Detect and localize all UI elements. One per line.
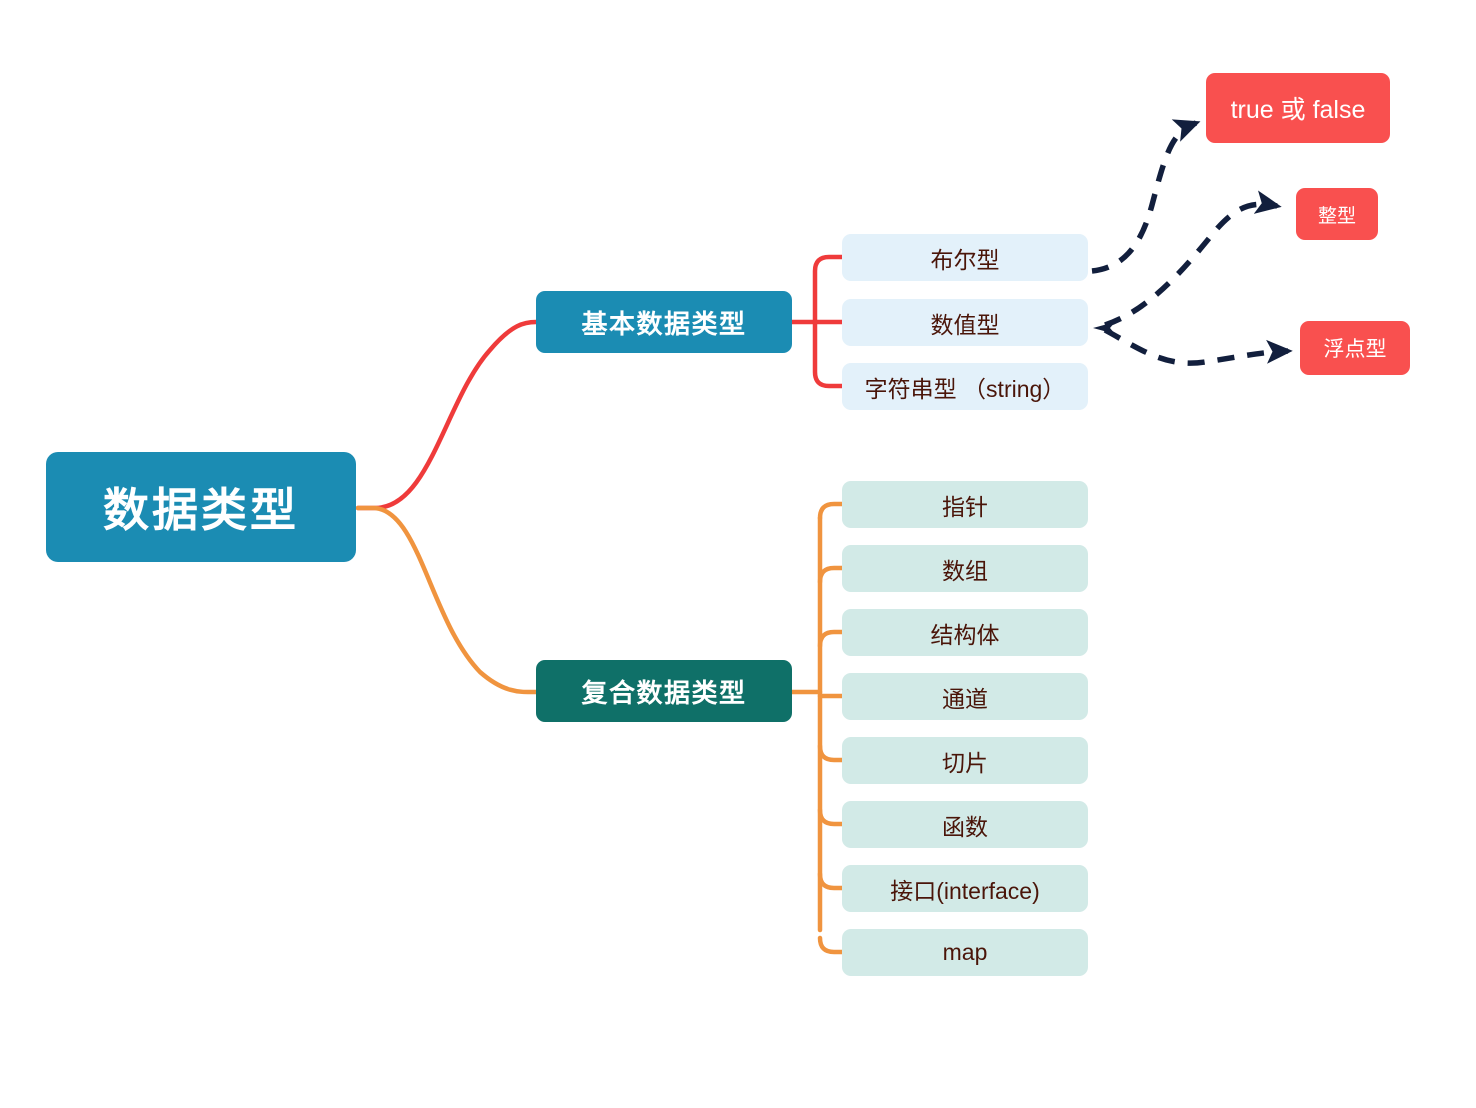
edge-root-to-basic: [355, 319, 539, 511]
edge-composite-to-interface: [817, 871, 846, 891]
leaf-node-map-label: map: [942, 939, 988, 965]
leaf-node-boolean-label: 布尔型: [930, 246, 1000, 273]
annotation-node-int-type[interactable]: 整型: [1296, 188, 1378, 240]
leaf-node-array[interactable]: 数组: [842, 545, 1088, 592]
annotation-node-bool-values-label: true 或 false: [1230, 96, 1366, 124]
branch-node-basic[interactable]: 基本数据类型: [536, 291, 792, 353]
leaf-node-struct-label: 结构体: [930, 621, 1000, 648]
branch-node-composite[interactable]: 复合数据类型: [536, 660, 792, 722]
leaf-node-interface-label: 接口(interface): [890, 877, 1040, 904]
leaf-node-string[interactable]: 字符串型 （string）: [842, 363, 1088, 410]
root-node-label: 数据类型: [103, 484, 299, 536]
leaf-node-struct[interactable]: 结构体: [842, 609, 1088, 656]
arrow-number-to-float: [1103, 327, 1293, 366]
arrow-number-to-int: [1104, 190, 1282, 328]
leaf-node-map[interactable]: map: [842, 929, 1088, 976]
annotation-node-float-type-label: 浮点型: [1323, 338, 1387, 361]
edge-composite-to-slice: [817, 743, 846, 763]
leaf-node-pointer[interactable]: 指针: [842, 481, 1088, 528]
annotation-node-float-type[interactable]: 浮点型: [1300, 321, 1410, 375]
annotation-node-int-type-label: 整型: [1317, 205, 1356, 227]
arrowhead-number-junction: [1093, 322, 1115, 334]
branch-node-basic-label: 基本数据类型: [581, 308, 747, 339]
leaf-node-numeric-label: 数值型: [930, 311, 1000, 338]
edge-basic-to-bool: [812, 254, 846, 325]
edge-composite-to-map: [817, 935, 846, 955]
leaf-node-boolean[interactable]: 布尔型: [842, 234, 1088, 281]
edge-root-to-composite: [355, 505, 539, 695]
leaf-node-pointer-label: 指针: [942, 493, 988, 520]
leaf-node-string-label: 字符串型 （string）: [864, 375, 1066, 402]
leaf-node-function[interactable]: 函数: [842, 801, 1088, 848]
edge-composite-to-array: [817, 565, 846, 585]
edge-composite-to-pointer: [817, 501, 846, 521]
leaf-node-numeric[interactable]: 数值型: [842, 299, 1088, 346]
leaf-node-slice[interactable]: 切片: [842, 737, 1088, 784]
leaf-node-array-label: 数组: [942, 557, 988, 584]
branch-node-composite-label: 复合数据类型: [581, 677, 747, 708]
leaf-node-interface[interactable]: 接口(interface): [842, 865, 1088, 912]
leaf-node-slice-label: 切片: [942, 749, 988, 776]
leaf-node-function-label: 函数: [942, 813, 988, 840]
leaf-node-channel-label: 通道: [942, 685, 988, 712]
edge-composite-to-func: [817, 807, 846, 827]
annotation-node-bool-values[interactable]: true 或 false: [1206, 73, 1390, 143]
arrow-bool-to-values: [1091, 119, 1201, 274]
edge-basic-to-string: [812, 319, 846, 389]
edge-composite-to-struct: [817, 629, 846, 649]
leaf-node-channel[interactable]: 通道: [842, 673, 1088, 720]
root-node[interactable]: 数据类型: [46, 452, 356, 562]
